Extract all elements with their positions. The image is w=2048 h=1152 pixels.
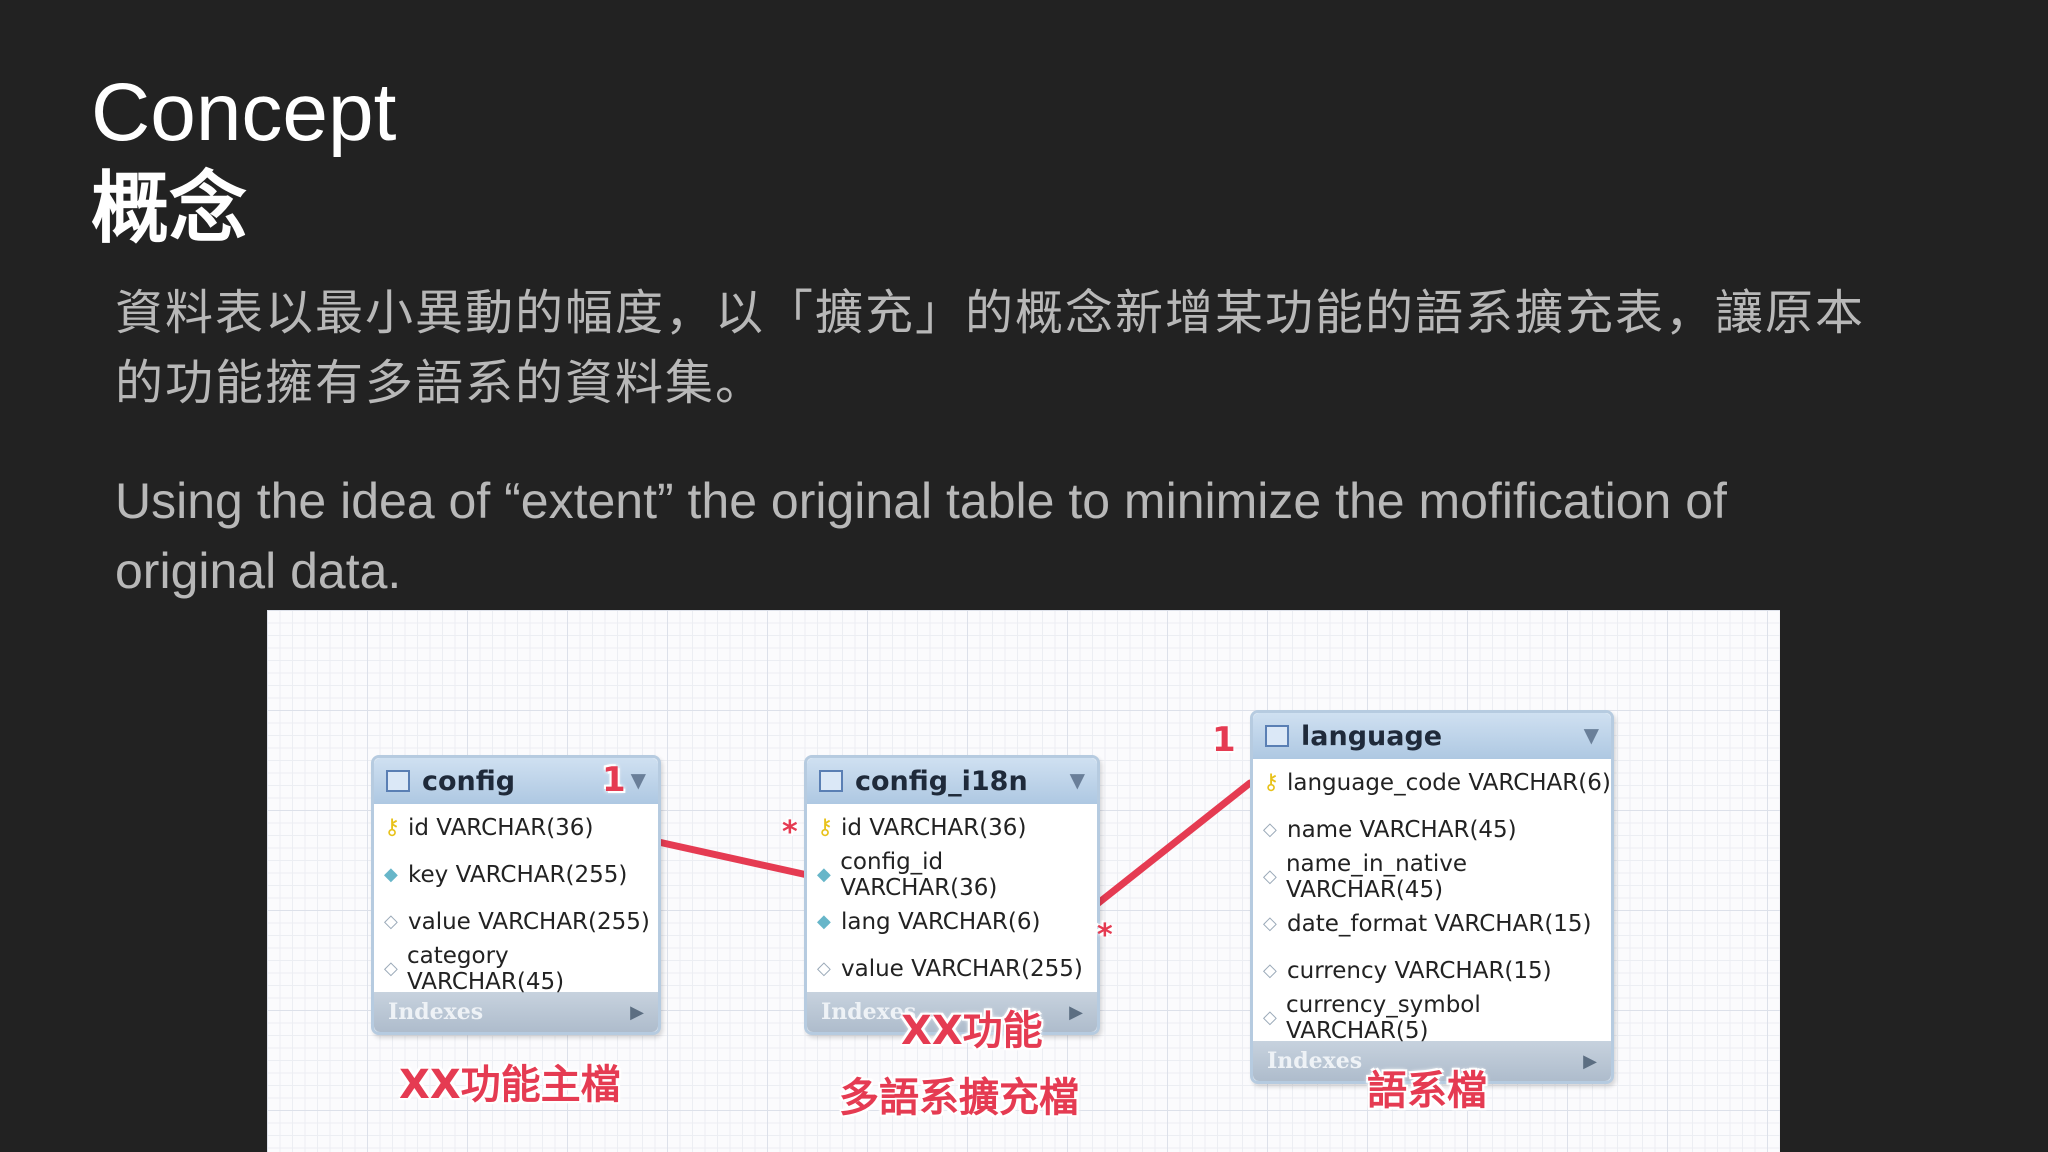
chevron-down-icon[interactable]: ▼	[1069, 768, 1085, 792]
paragraph-en: Using the idea of “extent” the original …	[115, 473, 1727, 599]
column-row: ◇ category VARCHAR(45)	[374, 942, 658, 995]
column-row: ◇ name VARCHAR(45)	[1253, 806, 1611, 853]
column-label: id VARCHAR(36)	[841, 814, 1027, 841]
cardinality-many-i18n-left: *	[782, 815, 798, 850]
indexes-label: Indexes	[821, 999, 917, 1025]
table-name: config	[422, 765, 516, 797]
column-row: ◆ key VARCHAR(255)	[374, 851, 658, 898]
column-label: lang VARCHAR(6)	[841, 908, 1041, 935]
primary-key-icon: ⚷	[1263, 770, 1280, 795]
slide-title-en: Concept	[91, 67, 397, 158]
table-name: config_i18n	[855, 765, 1028, 797]
table-header[interactable]: language ▼	[1253, 713, 1611, 759]
column-row: ◆ lang VARCHAR(6)	[807, 898, 1097, 945]
diamond-outline-icon: ◇	[1263, 1007, 1277, 1028]
column-label: key VARCHAR(255)	[408, 861, 628, 888]
cardinality-one-language: 1	[1212, 720, 1236, 760]
diamond-icon: ◆	[817, 864, 831, 885]
column-row: ◇ currency VARCHAR(15)	[1253, 947, 1611, 994]
column-row: ◇ value VARCHAR(255)	[374, 898, 658, 945]
cardinality-many-i18n-right: *	[1097, 918, 1113, 953]
column-label: value VARCHAR(255)	[841, 955, 1083, 982]
column-row: ◇ name_in_native VARCHAR(45)	[1253, 850, 1611, 903]
column-row: ◇ currency_symbol VARCHAR(5)	[1253, 991, 1611, 1044]
diamond-outline-icon: ◇	[1263, 866, 1277, 887]
column-row: ◆ config_id VARCHAR(36)	[807, 848, 1097, 901]
column-label: id VARCHAR(36)	[408, 814, 594, 841]
paragraph-zh: 資料表以最小異動的幅度，以「擴充」的概念新增某功能的語系擴充表，讓原本的功能擁有…	[115, 285, 1866, 411]
primary-key-icon: ⚷	[384, 815, 401, 840]
column-row: ⚷ language_code VARCHAR(6)	[1253, 759, 1611, 806]
column-label: language_code VARCHAR(6)	[1287, 769, 1611, 796]
table-header[interactable]: config_i18n ▼	[807, 758, 1097, 804]
column-row: ◇ value VARCHAR(255)	[807, 945, 1097, 992]
indexes-section[interactable]: Indexes ▶	[807, 992, 1097, 1032]
column-row: ⚷ id VARCHAR(36)	[807, 804, 1097, 851]
column-row: ◇ date_format VARCHAR(15)	[1253, 900, 1611, 947]
table-config[interactable]: config ▼ ⚷ id VARCHAR(36) ◆ key VARCHAR(25…	[371, 755, 661, 1035]
column-label: currency VARCHAR(15)	[1287, 957, 1552, 984]
table-config-i18n[interactable]: config_i18n ▼ ⚷ id VARCHAR(36) ◆ config_id…	[804, 755, 1100, 1035]
table-icon	[386, 770, 410, 792]
cardinality-one-config: 1	[602, 760, 626, 800]
expand-arrow-icon[interactable]: ▶	[1069, 1001, 1083, 1023]
indexes-label: Indexes	[1267, 1048, 1363, 1074]
indexes-label: Indexes	[388, 999, 484, 1025]
diamond-outline-icon: ◇	[1263, 819, 1277, 840]
expand-arrow-icon[interactable]: ▶	[1583, 1050, 1597, 1072]
column-row: ⚷ id VARCHAR(36)	[374, 804, 658, 851]
table-icon	[1265, 725, 1289, 747]
diamond-outline-icon: ◇	[817, 958, 831, 979]
label-i18n-top: XX功能	[901, 1008, 1043, 1054]
label-i18n-bottom: 多語系擴充檔	[839, 1075, 1079, 1121]
chevron-down-icon[interactable]: ▼	[1583, 723, 1599, 747]
diamond-outline-icon: ◇	[1263, 960, 1277, 981]
column-label: currency_symbol VARCHAR(5)	[1285, 991, 1481, 1044]
column-label: name_in_native VARCHAR(45)	[1285, 850, 1467, 903]
column-label: value VARCHAR(255)	[408, 908, 650, 935]
expand-arrow-icon[interactable]: ▶	[630, 1001, 644, 1023]
primary-key-icon: ⚷	[817, 815, 834, 840]
relation-language-to-i18n	[1083, 779, 1254, 916]
table-icon	[819, 770, 843, 792]
column-label: name VARCHAR(45)	[1287, 816, 1517, 843]
diamond-outline-icon: ◇	[1263, 913, 1277, 934]
column-label: config_id VARCHAR(36)	[840, 848, 998, 901]
indexes-section[interactable]: Indexes ▶	[374, 992, 658, 1032]
table-header[interactable]: config ▼	[374, 758, 658, 804]
table-language[interactable]: language ▼ ⚷ language_code VARCHAR(6) ◇ na…	[1250, 710, 1614, 1084]
table-name: language	[1301, 720, 1443, 752]
er-diagram: config ▼ ⚷ id VARCHAR(36) ◆ key VARCHAR(25…	[267, 610, 1780, 1152]
diamond-icon: ◆	[384, 864, 398, 885]
diamond-outline-icon: ◇	[384, 911, 398, 932]
column-label: date_format VARCHAR(15)	[1287, 910, 1592, 937]
diamond-icon: ◆	[817, 911, 831, 932]
diamond-outline-icon: ◇	[384, 958, 398, 979]
column-label: category VARCHAR(45)	[406, 942, 565, 995]
indexes-section[interactable]: Indexes ▶	[1253, 1041, 1611, 1081]
label-language: 語系檔	[1367, 1068, 1487, 1114]
label-config-main: XX功能主檔	[399, 1062, 621, 1108]
slide-title-zh: 概念	[91, 164, 248, 254]
chevron-down-icon[interactable]: ▼	[630, 768, 646, 792]
